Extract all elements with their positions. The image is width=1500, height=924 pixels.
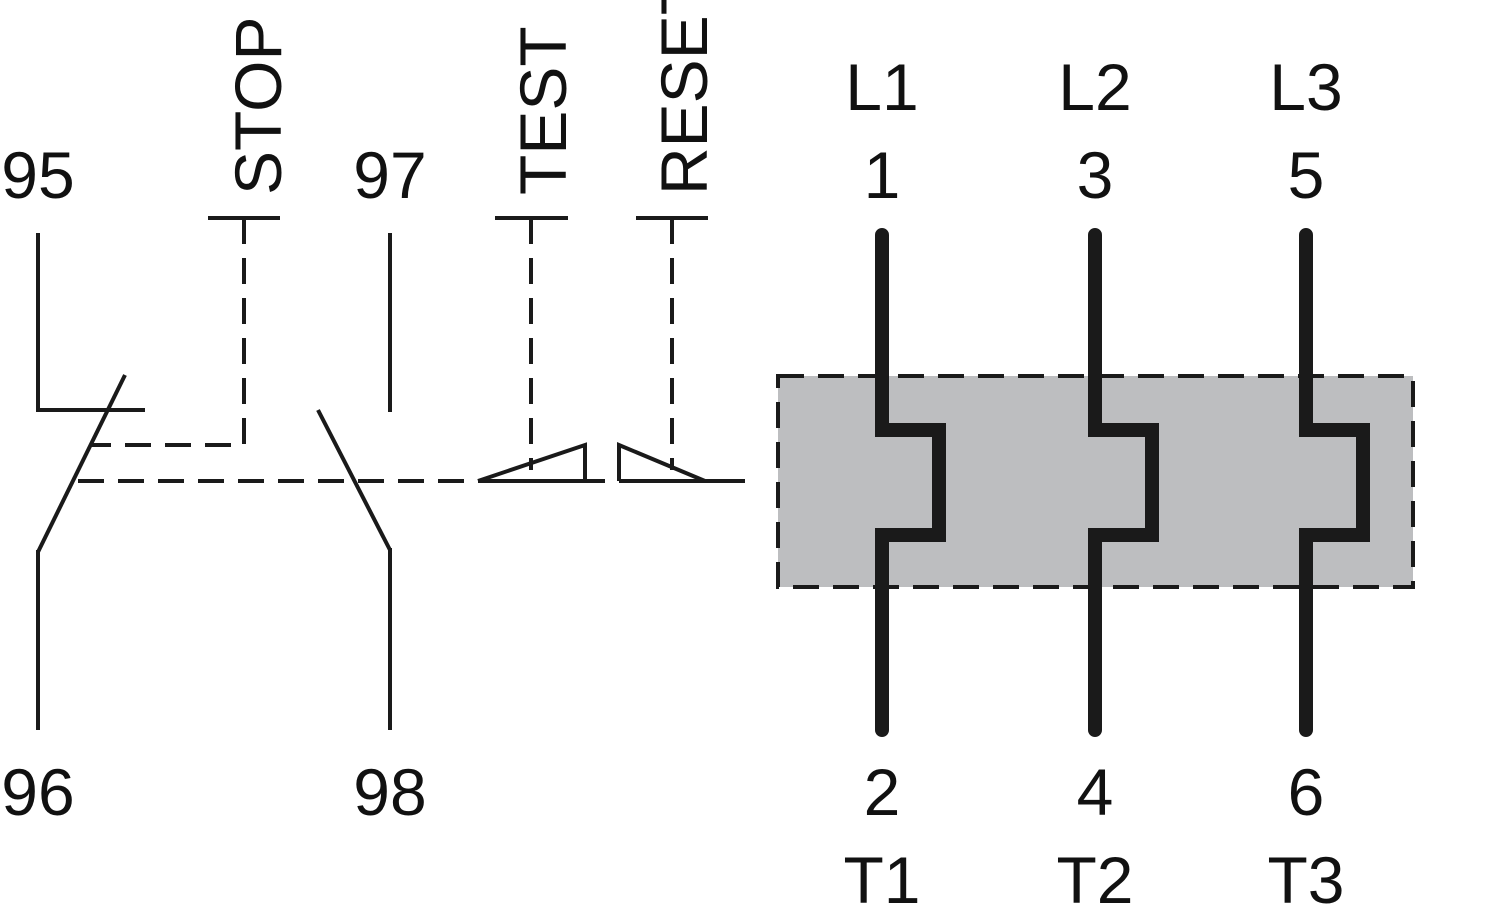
test-mechanism — [477, 216, 605, 483]
stop-link — [90, 216, 280, 447]
line-l2-label: L2 — [1058, 50, 1131, 124]
no-contact-97-98 — [316, 233, 392, 730]
test-label: TEST — [506, 26, 580, 195]
terminal-1-label: 1 — [864, 138, 901, 212]
reset-label: RESET — [647, 0, 721, 195]
stop-label: STOP — [221, 16, 295, 195]
thermal-element-pole-1 — [875, 228, 946, 737]
terminal-4-label: 4 — [1077, 755, 1114, 829]
thermal-element-pole-3 — [1299, 228, 1370, 737]
terminal-98-label: 98 — [353, 755, 426, 829]
terminal-6-label: 6 — [1288, 755, 1325, 829]
load-t3-label: T3 — [1267, 843, 1344, 917]
terminal-96-label: 96 — [1, 755, 74, 829]
terminal-3-label: 3 — [1077, 138, 1114, 212]
nc-contact-95-96 — [36, 233, 145, 730]
reset-mechanism — [617, 216, 745, 483]
terminal-95-label: 95 — [1, 138, 74, 212]
terminal-2-label: 2 — [864, 755, 901, 829]
terminal-5-label: 5 — [1288, 138, 1325, 212]
load-t1-label: T1 — [843, 843, 920, 917]
thermal-element-pole-2 — [1088, 228, 1159, 737]
load-t2-label: T2 — [1056, 843, 1133, 917]
line-l3-label: L3 — [1269, 50, 1342, 124]
line-l1-label: L1 — [845, 50, 918, 124]
terminal-97-label: 97 — [353, 138, 426, 212]
